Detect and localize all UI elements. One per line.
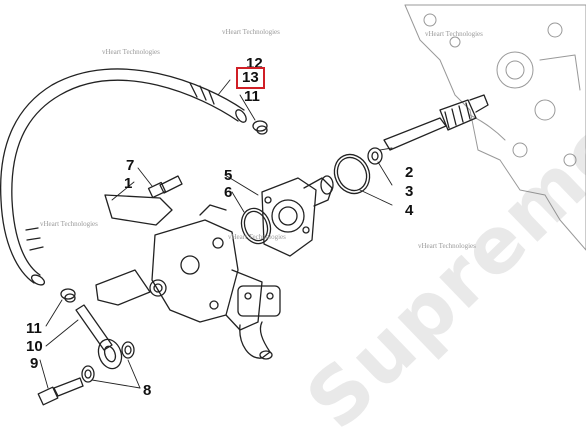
washer-8a (121, 341, 135, 359)
callout-1: 1 (124, 175, 133, 192)
water-pump-housing (95, 194, 281, 360)
coolant-hose (0, 68, 247, 286)
callout-9: 9 (30, 355, 39, 372)
callout-13-highlighted: 13 (236, 67, 265, 89)
watermark-small-2: vHeart Technologies (222, 28, 280, 36)
watermark-small-6: vHeart Technologies (418, 242, 476, 250)
pump-shaft-2 (383, 94, 489, 151)
fitting-10 (75, 304, 123, 370)
callout-8: 8 (143, 382, 152, 399)
o-ring-4 (333, 153, 371, 195)
callout-10: 10 (26, 338, 43, 355)
washer-8b (81, 365, 95, 383)
engine-case (404, 4, 586, 251)
watermark-small-5: vHeart Technologies (228, 233, 286, 241)
impeller-cover-5 (261, 175, 334, 257)
bolt-7 (147, 175, 183, 199)
o-ring-6 (240, 207, 272, 245)
callout-5: 5 (224, 167, 233, 184)
hose-clamp-top (252, 120, 268, 135)
watermark-small-1: vHeart Technologies (102, 48, 160, 56)
hose-clamp-left (60, 288, 76, 303)
callout-11-top: 11 (244, 88, 260, 105)
callout-6: 6 (224, 184, 233, 201)
callout-2: 2 (405, 164, 414, 181)
callout-4: 4 (405, 202, 414, 219)
callout-3: 3 (405, 183, 414, 200)
callout-7: 7 (126, 157, 135, 174)
washer-3 (367, 147, 383, 165)
bolt-9 (37, 377, 84, 406)
diagram-drawing (0, 4, 586, 406)
watermark-small-4: vHeart Technologies (40, 220, 98, 228)
watermark-small-3: vHeart Technologies (425, 30, 483, 38)
leader-lines (39, 79, 393, 389)
callout-11-left: 11 (26, 320, 42, 337)
